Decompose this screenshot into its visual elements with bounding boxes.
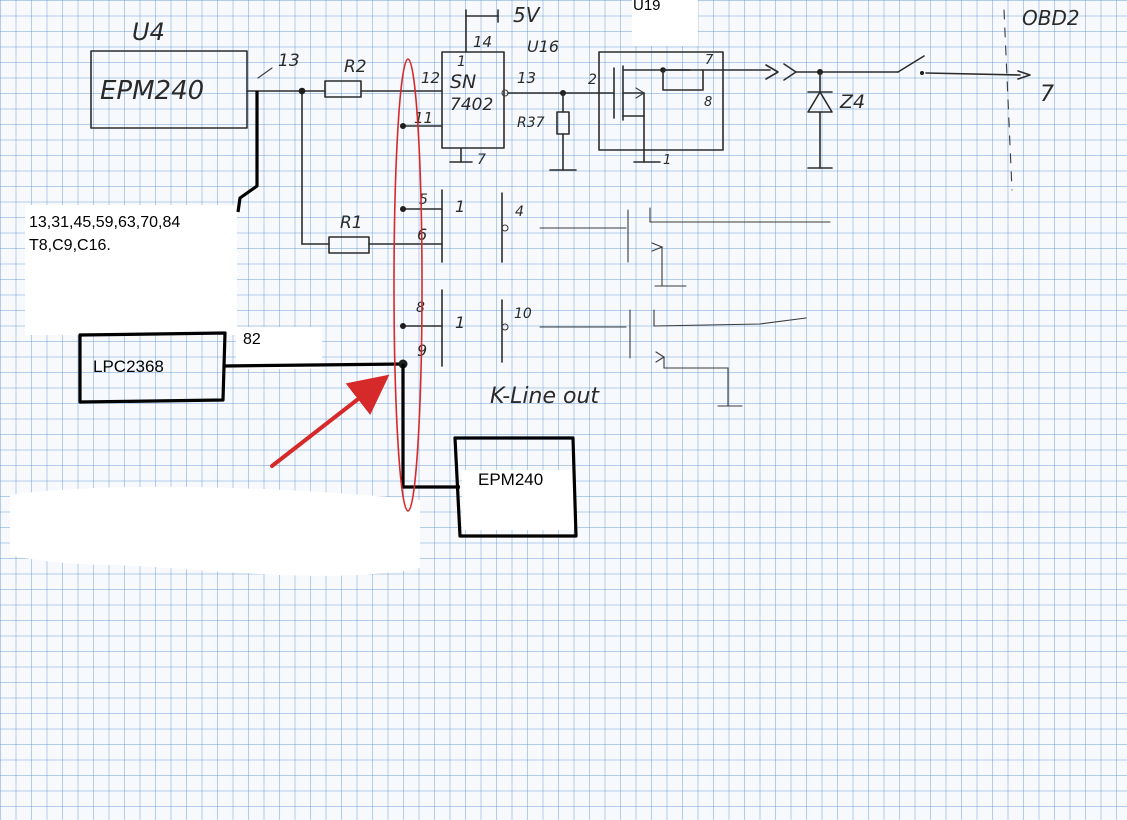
fet2-arrow xyxy=(655,351,666,363)
pin-list-line2: T8,C9,C16. xyxy=(29,237,111,254)
red-arrow xyxy=(270,374,390,468)
gate2-bubble xyxy=(501,224,509,232)
nor-output-bubble xyxy=(501,89,509,97)
r1-resistor xyxy=(328,236,370,254)
zener-triangle xyxy=(807,91,833,113)
switch-blade xyxy=(897,55,925,73)
obd-boundary-line xyxy=(1003,9,1013,191)
obd2-label: OBD2 xyxy=(1022,6,1080,30)
out-arrow-1 xyxy=(765,64,779,80)
lpc2368-block xyxy=(78,331,227,404)
pin5-label: 5 xyxy=(419,192,428,208)
obd-arrow xyxy=(1017,70,1031,80)
u16-sn7402-gate1 xyxy=(441,51,505,149)
u16-pin12-label: 12 xyxy=(421,69,440,87)
epm240-bottom-block xyxy=(453,436,578,538)
out-arrow-2 xyxy=(783,63,797,81)
label-patch-epm-bottom xyxy=(462,470,574,530)
gate3-bubble xyxy=(501,323,509,331)
epm-pin13-label: 13 xyxy=(278,51,300,71)
u19-label: U19 xyxy=(633,0,661,14)
pin5-node xyxy=(400,206,406,212)
epm240-top-label: EPM240 xyxy=(100,76,204,106)
u19-driver-block xyxy=(598,51,724,151)
lpc2368-label: LPC2368 xyxy=(93,357,164,376)
u19-pin8-label: 8 xyxy=(704,95,712,110)
bold-wire-pin-list xyxy=(236,91,259,213)
kline-label: K-Line out xyxy=(490,384,600,409)
u16-pin7-label: 7 xyxy=(477,152,486,168)
r37-resistor xyxy=(556,111,570,135)
label-patch-82 xyxy=(236,327,322,369)
u19-pin2-label: 2 xyxy=(588,72,597,88)
label-patch-u19 xyxy=(632,0,698,46)
gate2-number: 1 xyxy=(455,197,465,216)
u16-pin11-label: 11 xyxy=(414,109,433,127)
z4-label: Z4 xyxy=(839,91,865,113)
pin-list-line1: 13,31,45,59,63,70,84 xyxy=(29,214,180,231)
u19-pin7-label: 7 xyxy=(705,53,714,68)
u4-epm240-block xyxy=(90,50,248,129)
five-volt-label: 5V xyxy=(513,3,541,27)
red-highlight-ellipse xyxy=(393,58,423,512)
label-patch-pins xyxy=(25,205,237,335)
r37-label: R37 xyxy=(517,115,545,131)
pin8-label: 8 xyxy=(416,300,425,316)
u16-pin14-label: 14 xyxy=(473,33,492,51)
gate3-number: 1 xyxy=(455,313,465,332)
obd-pin7-label: 7 xyxy=(1040,82,1054,107)
chip-line2-label: 7402 xyxy=(450,95,493,115)
wire-to-obd xyxy=(925,72,1021,76)
switch-contact xyxy=(920,71,924,75)
r2-label: R2 xyxy=(344,57,367,77)
pin4-label: 4 xyxy=(515,204,524,220)
fet2-drain-wire xyxy=(653,317,807,327)
pin8-node xyxy=(400,323,406,329)
u16-pin1-label: 1 xyxy=(457,54,466,70)
u16-label: U16 xyxy=(527,37,559,56)
u19-pin1-label: 1 xyxy=(663,153,671,168)
bold-wire-to-epm-bottom xyxy=(401,364,460,489)
fet1-arrow xyxy=(651,242,664,252)
r2-resistor xyxy=(324,80,362,98)
u19-internal-diode xyxy=(662,69,704,91)
u16-pin13-label: 13 xyxy=(517,69,536,87)
fet2-source xyxy=(663,367,729,407)
pin11-node xyxy=(400,123,406,129)
u4-label: U4 xyxy=(132,18,165,46)
epm240-bottom-label: EPM240 xyxy=(478,470,543,489)
chip-line1-label: SN xyxy=(450,71,476,93)
pin10-label: 10 xyxy=(514,306,532,322)
r1-label: R1 xyxy=(340,213,363,233)
pin13-tick xyxy=(257,67,273,79)
smudge-erased-area xyxy=(10,486,420,576)
pin82-label: 82 xyxy=(243,331,261,348)
junction-node xyxy=(298,87,306,95)
bold-wire-lpc-to-pin9 xyxy=(222,362,404,368)
